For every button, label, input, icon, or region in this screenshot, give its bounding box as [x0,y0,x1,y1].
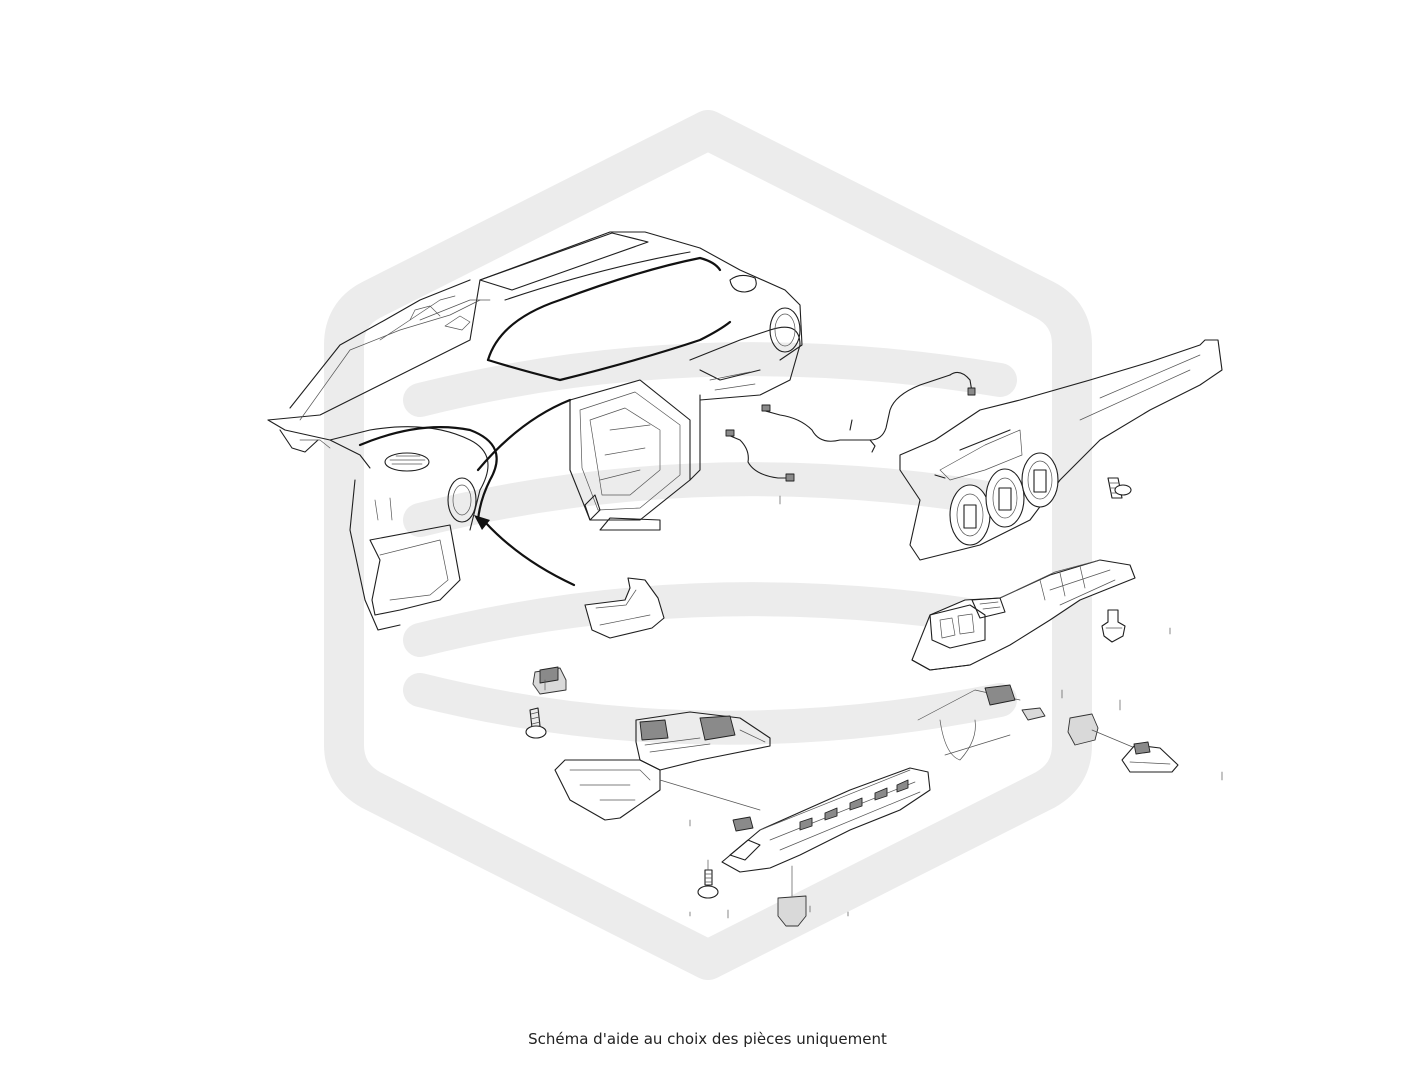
small-switch-module [532,666,567,695]
light-bulb-housing [917,684,1046,761]
center-console-upper-trim [899,339,1223,561]
wiring-harness [725,371,976,482]
diagram-caption: Schéma d'aide au choix des pièces unique… [528,1030,887,1048]
lower-console-tray-left [554,711,771,821]
screw-left [525,707,547,739]
steering-column-cover [584,577,665,639]
dashboard-main-panel [267,231,803,631]
screw-bottom [697,859,719,899]
screw-upper-right [1107,477,1132,499]
lower-console-long [721,767,931,873]
clip-bottom [777,865,807,927]
center-console-lower-section [911,559,1136,671]
leader-lines [659,495,1223,919]
push-clip-right [1101,609,1126,643]
small-connector-lower [732,816,754,832]
grommet-clip [1067,713,1136,749]
switch-housing-right [1121,741,1179,773]
